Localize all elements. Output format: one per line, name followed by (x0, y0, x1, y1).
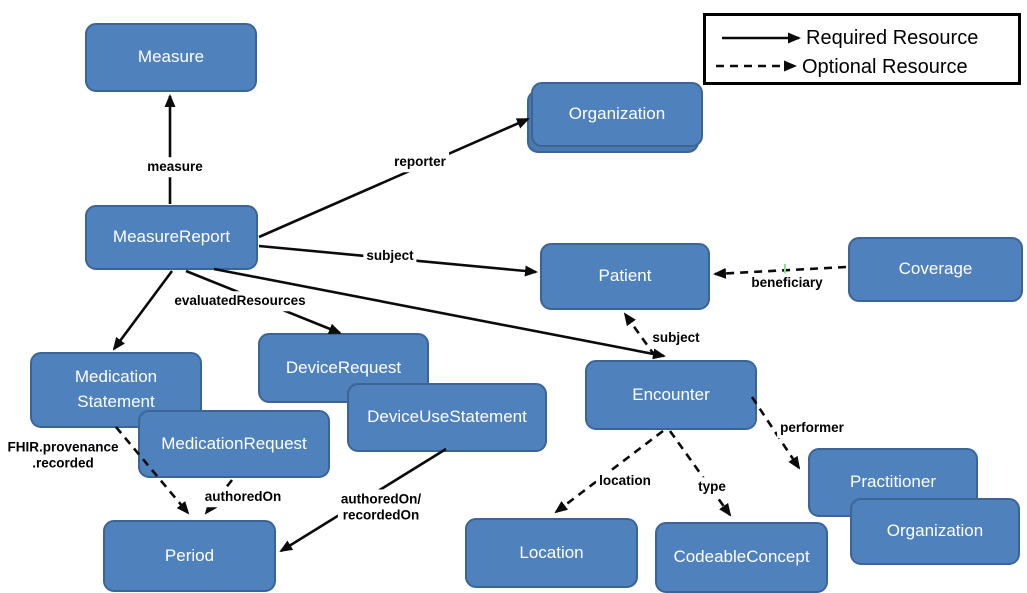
node-label-line: Statement (77, 392, 155, 411)
legend-optional-label: Optional Resource (802, 56, 968, 78)
node-organization-top: Organization (531, 82, 703, 147)
node-label-line: DeviceUseStatement (367, 407, 527, 427)
node-label-line: Practitioner (850, 472, 936, 492)
node-medication-request: MedicationRequest (138, 410, 330, 478)
legend-box: Required Resource Optional Resource (703, 13, 1021, 85)
node-label-line: Organization (568, 104, 666, 124)
node-encounter: Encounter (585, 360, 757, 430)
node-patient: Patient (540, 243, 710, 310)
node-label: CodeableConcept (673, 545, 809, 570)
node-label-line: Period (164, 545, 215, 565)
node-label-line: Location (519, 542, 584, 562)
node-location: Location (465, 518, 638, 588)
node-label-line: Coverage (898, 259, 973, 279)
node-coverage: Coverage (848, 237, 1023, 302)
legend-required-label: Required Resource (806, 27, 979, 49)
node-label: Measure (138, 45, 204, 70)
node-label: Organization (569, 102, 665, 127)
node-label-line: Medication (74, 367, 158, 387)
node-period: Period (103, 520, 276, 592)
node-label: MedicationRequest (161, 432, 307, 457)
node-label: Period (165, 544, 214, 569)
node-label-line: DeviceRequest (285, 357, 402, 377)
node-measure-report: MeasureReport (85, 205, 258, 270)
node-label: Coverage (899, 257, 973, 282)
node-codeable-concept: CodeableConcept (655, 522, 828, 593)
node-label: MeasureReport (113, 225, 230, 250)
node-label-line: Encounter (632, 384, 710, 404)
green-cursor-tick (784, 264, 786, 275)
node-label: DeviceRequest (286, 356, 401, 381)
node-label: DeviceUseStatement (367, 405, 527, 430)
node-label-line: MeasureReport (112, 227, 231, 247)
node-measure: Measure (85, 23, 257, 92)
node-label-line: MedicationRequest (161, 433, 307, 453)
node-organization-bottom: Organization (850, 498, 1020, 565)
node-label: Patient (599, 264, 652, 289)
node-label-line: Measure (137, 47, 205, 67)
node-label: Organization (887, 519, 983, 544)
node-device-use-statement: DeviceUseStatement (347, 383, 547, 452)
node-label: Practitioner (850, 470, 936, 495)
node-label-line: Organization (886, 521, 984, 541)
node-label: Location (519, 541, 583, 566)
node-label: Encounter (632, 383, 710, 408)
node-label-line: CodeableConcept (673, 547, 810, 567)
node-label-line: Patient (598, 266, 652, 286)
